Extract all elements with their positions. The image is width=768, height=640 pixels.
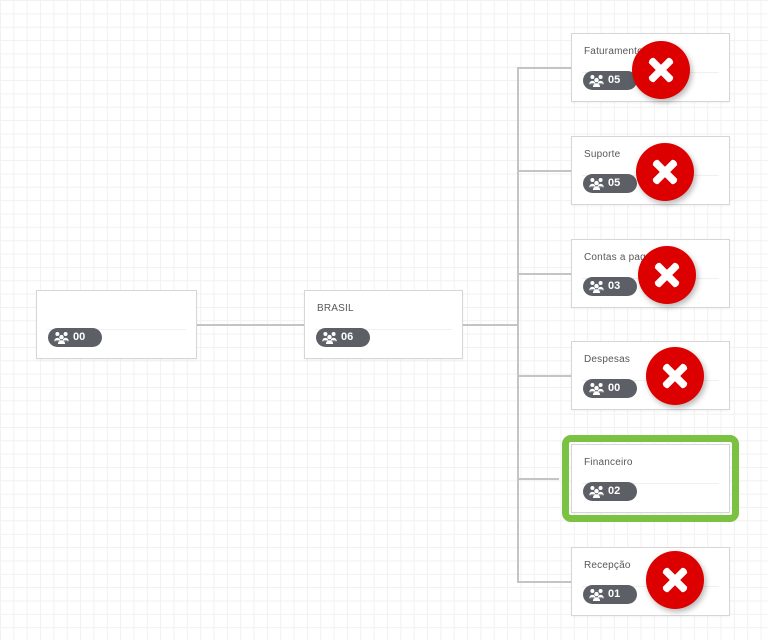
member-count-badge[interactable]: 01: [583, 585, 637, 604]
x-glyph-icon: [662, 567, 688, 593]
connector-branch-despesas: [517, 375, 571, 377]
node-divider: [47, 329, 186, 330]
member-count-value: 03: [608, 280, 621, 292]
org-node-brasil[interactable]: BRASIL 06: [304, 290, 463, 359]
connector-branch-faturamento: [517, 67, 571, 69]
member-count-badge[interactable]: 06: [316, 328, 370, 347]
connector-branch-financeiro: [517, 478, 559, 480]
node-title: Financeiro: [584, 457, 633, 468]
people-group-icon: [589, 75, 604, 87]
member-count-badge[interactable]: 05: [583, 174, 637, 193]
x-glyph-icon: [654, 262, 680, 288]
member-count-value: 00: [608, 382, 621, 394]
status-badge-error-recepcao[interactable]: [646, 551, 704, 609]
status-badge-error-faturamento[interactable]: [632, 41, 690, 99]
people-group-icon: [589, 178, 604, 190]
x-glyph-icon: [652, 159, 678, 185]
node-title: Recepção: [584, 560, 631, 571]
member-count-value: 06: [341, 331, 354, 343]
people-group-icon: [589, 383, 604, 395]
member-count-badge[interactable]: 03: [583, 277, 637, 296]
people-group-icon: [54, 332, 69, 344]
node-divider: [582, 483, 719, 484]
connector-branch-suporte: [517, 170, 571, 172]
node-title: Faturamento: [584, 46, 643, 57]
node-title: Suporte: [584, 149, 621, 160]
member-count-badge[interactable]: 02: [583, 482, 637, 501]
member-count-value: 01: [608, 588, 621, 600]
node-title: Contas a pagar: [584, 252, 656, 263]
member-count-badge[interactable]: 00: [583, 379, 637, 398]
people-group-icon: [589, 486, 604, 498]
node-divider: [315, 329, 452, 330]
x-glyph-icon: [662, 363, 688, 389]
people-group-icon: [589, 281, 604, 293]
org-node-financeiro[interactable]: Financeiro 02: [571, 444, 730, 513]
people-group-icon: [589, 589, 604, 601]
connector-trunk-vertical: [517, 67, 519, 581]
org-node-root[interactable]: 00: [36, 290, 197, 359]
node-title: Despesas: [584, 354, 631, 365]
status-badge-error-contas-a-pagar[interactable]: [638, 246, 696, 304]
connector-branch-contas: [517, 273, 571, 275]
x-glyph-icon: [648, 57, 674, 83]
member-count-badge[interactable]: 05: [583, 71, 637, 90]
people-group-icon: [322, 332, 337, 344]
member-count-value: 05: [608, 74, 621, 86]
node-title: BRASIL: [317, 303, 354, 314]
connector-brasil-to-trunk: [463, 324, 519, 326]
status-badge-error-despesas[interactable]: [646, 347, 704, 405]
member-count-badge[interactable]: 00: [48, 328, 102, 347]
member-count-value: 00: [73, 331, 86, 343]
member-count-value: 02: [608, 485, 621, 497]
member-count-value: 05: [608, 177, 621, 189]
connector-root-to-brasil: [197, 324, 304, 326]
connector-branch-recepcao: [517, 581, 571, 583]
status-badge-error-suporte[interactable]: [636, 143, 694, 201]
